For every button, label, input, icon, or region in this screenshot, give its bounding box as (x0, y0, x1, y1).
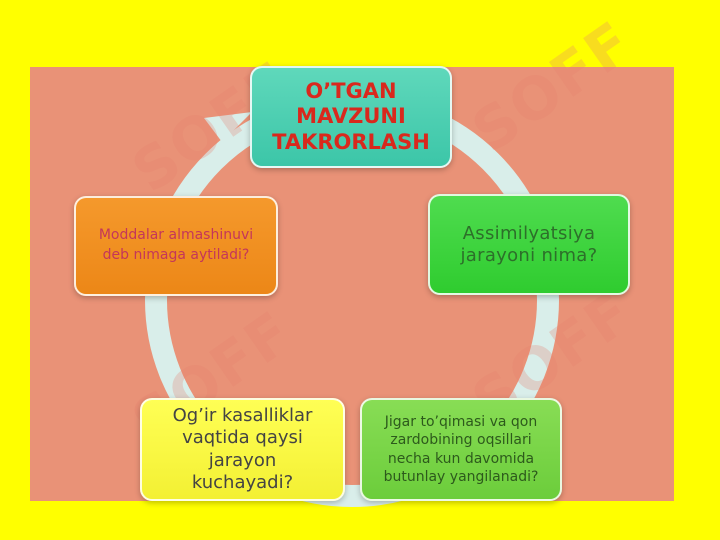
node-label: Moddalar almashinuvi deb nimaga aytiladi… (98, 227, 254, 263)
node-label: Og’ir kasalliklar vaqtida qaysi jarayon … (172, 404, 313, 494)
cycle-arrowhead (204, 112, 252, 142)
node-label: Jigar to’qimasi va qon zardobining oqsil… (383, 413, 539, 485)
node-assimilation-question: Assimilyatsiya jarayoni nima? (428, 194, 630, 295)
node-severe-illness-question: Og’ir kasalliklar vaqtida qaysi jarayon … (140, 398, 345, 501)
node-review-previous-topic: O’TGAN MAVZUNI TAKRORLASH (250, 66, 452, 168)
node-liver-tissue-question: Jigar to’qimasi va qon zardobining oqsil… (360, 398, 562, 501)
node-metabolism-question: Moddalar almashinuvi deb nimaga aytiladi… (74, 196, 278, 296)
node-label: O’TGAN MAVZUNI TAKRORLASH (272, 78, 430, 154)
node-label: Assimilyatsiya jarayoni nima? (460, 222, 598, 266)
